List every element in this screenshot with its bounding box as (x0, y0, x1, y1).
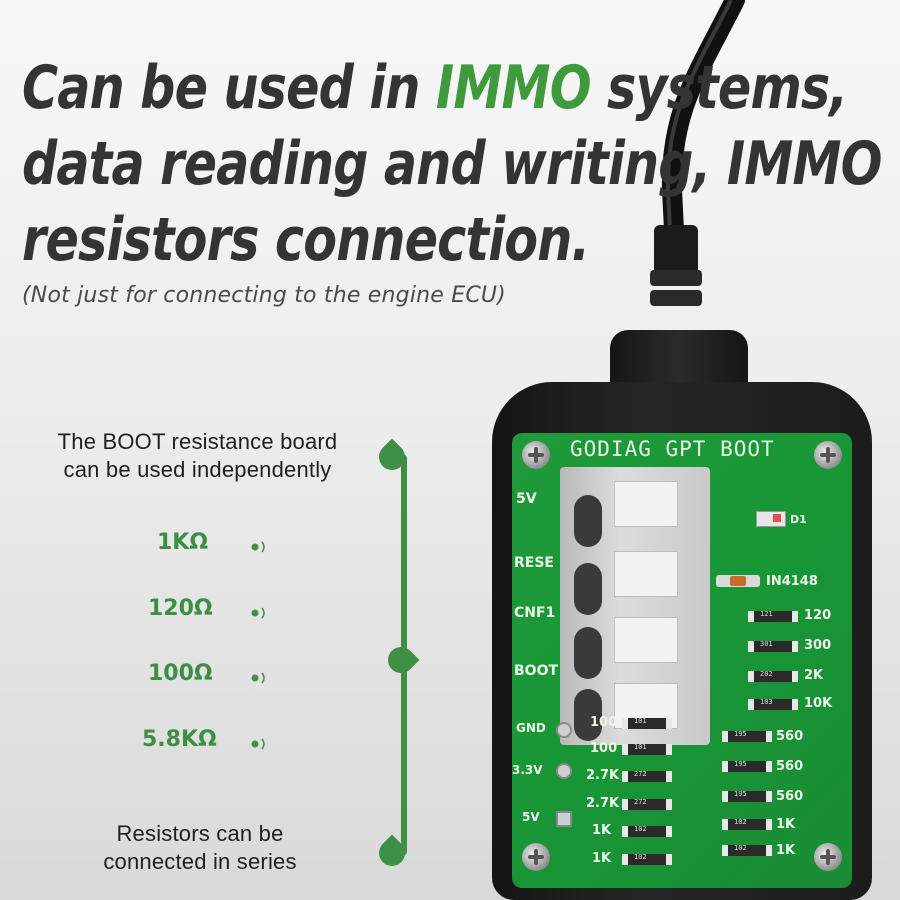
resistance-label-100: 100Ω (148, 661, 213, 686)
terminal-slot[interactable] (574, 689, 602, 741)
boot-resistance-board: GODIAG GPT BOOT 5V RESE CNF1 BOOT D1 IN4… (492, 330, 872, 900)
resistor: 102 (622, 853, 672, 865)
headline-highlight: IMMO (435, 53, 592, 123)
independent-board-note: The BOOT resistance board can be used in… (57, 429, 338, 482)
board-title: GODIAG GPT BOOT (570, 437, 775, 461)
pin-label-5v: 5V (516, 491, 537, 507)
led-label: D1 (790, 513, 807, 526)
terminal-lever[interactable] (614, 617, 678, 663)
headline-line1: Can be used in IMMO systems, (22, 53, 848, 123)
led-indicator (756, 511, 786, 527)
headline-line2: data reading and writing, IMMO (22, 129, 882, 199)
resistor-value: 2.7K (586, 796, 620, 811)
signal-dot-icon (251, 541, 265, 553)
terminal-slot[interactable] (574, 627, 602, 679)
signal-dot-icon (251, 738, 265, 750)
screw-icon (522, 441, 550, 469)
resistor-value: 10K (804, 696, 833, 711)
resistor: 102 (722, 844, 772, 856)
solder-pad (556, 811, 572, 827)
resistance-label-5-8k: 5.8KΩ (142, 727, 217, 752)
signal-dot-icon (251, 607, 265, 619)
headline: Can be used in IMMO systems, data readin… (22, 50, 882, 278)
resistor-value: 100 (590, 715, 618, 730)
diode-component (716, 575, 760, 587)
resistor: 103 (748, 698, 798, 710)
resistor-value: 1K (776, 817, 796, 832)
resistor: 195 (722, 790, 772, 802)
pin-label-5v-bottom: 5V (522, 810, 540, 824)
pin-label-gnd: GND (516, 721, 546, 735)
cable-strain-relief (610, 330, 748, 390)
subline: (Not just for connecting to the engine E… (22, 283, 506, 308)
resistor: 195 (722, 760, 772, 772)
resistor-value: 1K (776, 843, 796, 858)
pin-label-reset: RESE (514, 555, 554, 571)
screw-icon (814, 843, 842, 871)
resistor-value: 560 (776, 789, 804, 804)
resistor-value: 2K (804, 668, 824, 683)
series-connection-note: Resistors can be connected in series (103, 821, 297, 874)
pin-label-boot: BOOT (514, 663, 559, 679)
resistor: 301 (748, 640, 798, 652)
pcb-board: GODIAG GPT BOOT 5V RESE CNF1 BOOT D1 IN4… (512, 433, 852, 888)
resistor: 102 (622, 825, 672, 837)
diode-label: IN4148 (766, 574, 818, 589)
resistance-label-120: 120Ω (148, 596, 213, 621)
resistor-value: 1K (592, 851, 612, 866)
resistor: 121 (748, 610, 798, 622)
resistor-value: 1K (592, 823, 612, 838)
resistor: 102 (722, 818, 772, 830)
terminal-slot[interactable] (574, 495, 602, 547)
pin-label-3v3: 3.3V (512, 763, 543, 777)
terminal-lever[interactable] (614, 551, 678, 597)
headline-line3: resistors connection. (22, 205, 590, 275)
screw-icon (814, 441, 842, 469)
resistor: 195 (722, 730, 772, 742)
resistor-value: 560 (776, 729, 804, 744)
resistor: 101 (622, 743, 672, 755)
resistor-value: 300 (804, 638, 832, 653)
resistor-value: 2.7K (586, 768, 620, 783)
solder-pad (556, 722, 572, 738)
terminal-lever[interactable] (614, 481, 678, 527)
pin-label-cnf1: CNF1 (514, 605, 556, 621)
solder-pad (556, 763, 572, 779)
resistor-value: 120 (804, 608, 832, 623)
resistor: 202 (748, 670, 798, 682)
screw-icon (522, 843, 550, 871)
resistor: 272 (622, 770, 672, 782)
resistor: 101 (622, 717, 672, 729)
terminal-slot[interactable] (574, 563, 602, 615)
resistor-value: 100 (590, 741, 618, 756)
resistance-label-1k: 1KΩ (157, 530, 209, 555)
signal-dot-icon (251, 672, 265, 684)
resistor: 272 (622, 798, 672, 810)
resistor-value: 560 (776, 759, 804, 774)
